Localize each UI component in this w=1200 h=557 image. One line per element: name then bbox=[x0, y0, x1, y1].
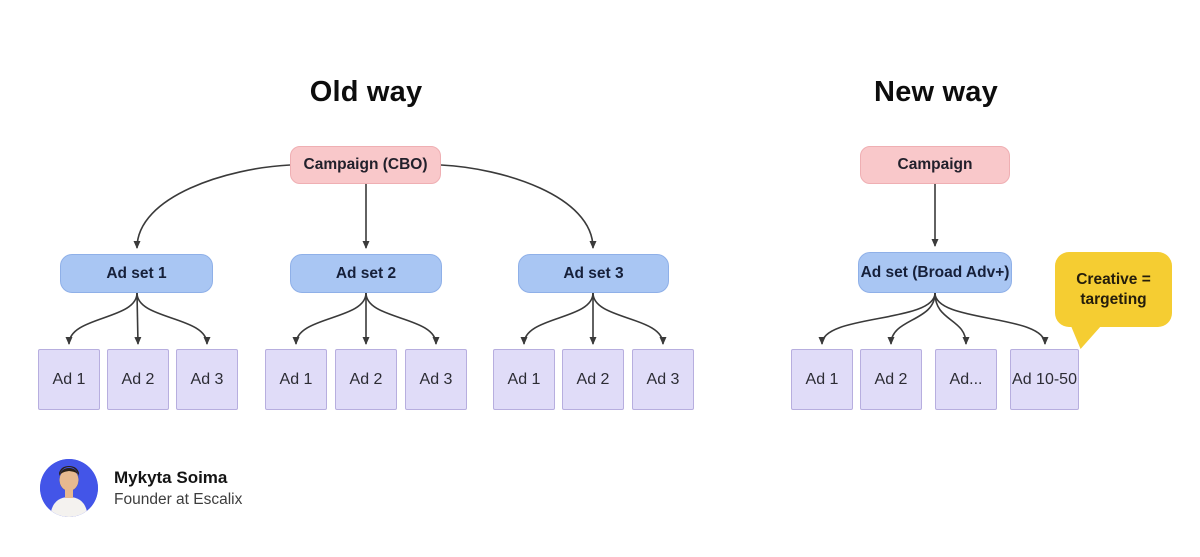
callout-text: Creative = targeting bbox=[1076, 271, 1151, 308]
avatar bbox=[40, 459, 98, 517]
old-adset3-ad-3: Ad 3 bbox=[632, 349, 694, 410]
old-adset3-ad-2: Ad 2 bbox=[562, 349, 624, 410]
new-ad-10-50: Ad 10-50 bbox=[1010, 349, 1079, 410]
new-way-title: New way bbox=[874, 76, 998, 108]
old-adset-2-node: Ad set 2 bbox=[290, 254, 442, 293]
edge-newadset-ad1 bbox=[818, 292, 936, 345]
new-campaign-node: Campaign bbox=[860, 146, 1010, 184]
old-adset1-ad-3: Ad 3 bbox=[176, 349, 238, 410]
edge-adset3-ad3 bbox=[592, 292, 667, 345]
callout-tail bbox=[1071, 326, 1101, 349]
author-name: Mykyta Soima bbox=[114, 467, 228, 487]
edge-adset1-ad3 bbox=[136, 292, 211, 345]
edge-oldcampaign-adset1 bbox=[133, 164, 291, 249]
old-adset-3-node: Ad set 3 bbox=[518, 254, 669, 293]
new-adset-node: Ad set (Broad Adv+) bbox=[858, 252, 1012, 293]
edge-adset1-ad2 bbox=[134, 292, 142, 345]
new-ad-1: Ad 1 bbox=[791, 349, 853, 410]
old-adset1-ad-2: Ad 2 bbox=[107, 349, 169, 410]
old-campaign-node: Campaign (CBO) bbox=[290, 146, 441, 184]
creative-targeting-callout: Creative = targeting bbox=[1055, 252, 1172, 349]
edge-adset3-ad1 bbox=[520, 292, 594, 345]
author-text-block: Mykyta Soima Founder at Escalix bbox=[114, 468, 242, 509]
old-way-title: Old way bbox=[309, 76, 423, 108]
old-adset2-ad-1: Ad 1 bbox=[265, 349, 327, 410]
new-ad-more: Ad... bbox=[935, 349, 997, 410]
old-adset3-ad-1: Ad 1 bbox=[493, 349, 555, 410]
edge-oldcampaign-adset3 bbox=[440, 164, 597, 249]
old-adset2-ad-2: Ad 2 bbox=[335, 349, 397, 410]
edge-newadset-ad2 bbox=[887, 292, 936, 345]
old-adset1-ad-1: Ad 1 bbox=[38, 349, 100, 410]
edge-adset1-ad1 bbox=[65, 292, 138, 345]
profile-photo bbox=[40, 459, 98, 517]
old-adset2-ad-3: Ad 3 bbox=[405, 349, 467, 410]
edge-adset2-ad1 bbox=[292, 292, 367, 345]
old-adset-1-node: Ad set 1 bbox=[60, 254, 213, 293]
new-ad-2: Ad 2 bbox=[860, 349, 922, 410]
edge-newadset-ad4 bbox=[934, 292, 1049, 345]
author-footer: Mykyta Soima Founder at Escalix bbox=[40, 459, 242, 517]
author-role: Founder at Escalix bbox=[114, 490, 243, 508]
edge-newadset-ad3 bbox=[934, 292, 970, 345]
edge-adset2-ad3 bbox=[365, 292, 440, 345]
